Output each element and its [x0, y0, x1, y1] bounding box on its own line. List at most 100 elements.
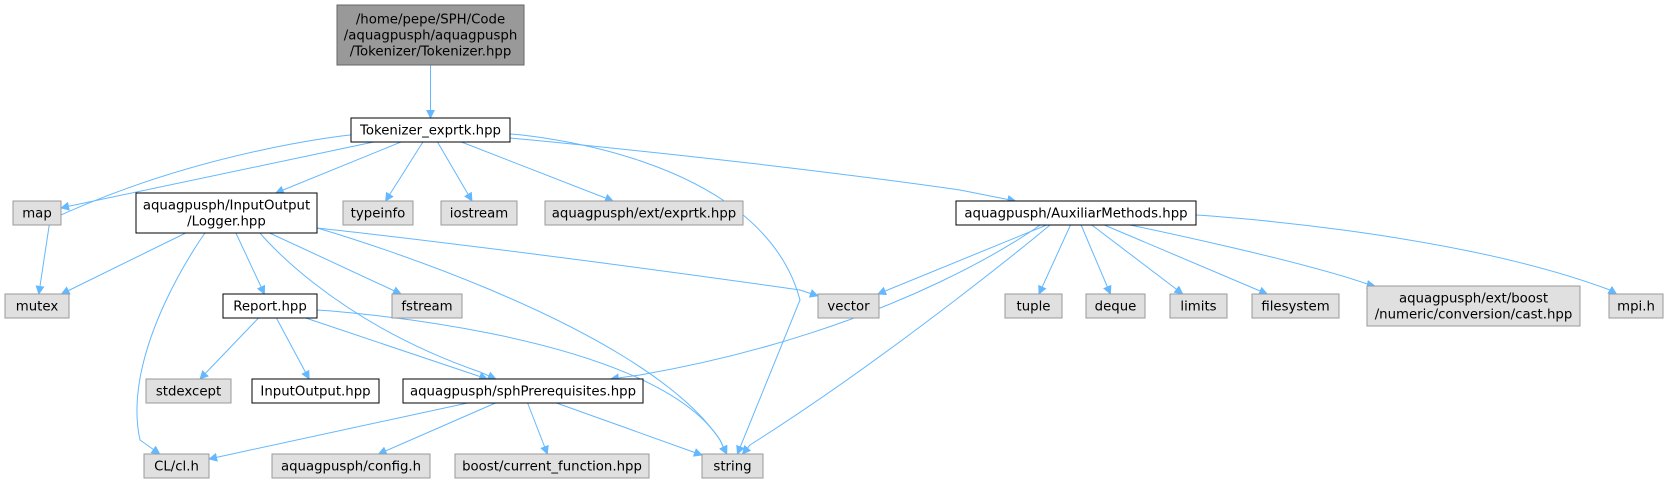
node-tokexprtk[interactable]: Tokenizer_exprtk.hpp — [350, 117, 511, 143]
node-label-line: vector — [827, 300, 870, 315]
edge-logger-to-fstream — [269, 232, 402, 295]
node-filesystem: filesystem — [1251, 293, 1340, 319]
edge-auxiliar-to-boostcast — [1129, 224, 1376, 289]
node-label-line: mpi.h — [1617, 300, 1655, 315]
edge-auxiliar-to-limits — [1091, 224, 1184, 295]
node-mutex: mutex — [4, 293, 70, 319]
node-label-line: filesystem — [1261, 300, 1329, 315]
node-auxiliar[interactable]: aquagpusph/AuxiliarMethods.hpp — [955, 200, 1197, 226]
node-box — [701, 453, 764, 479]
node-box — [817, 293, 880, 319]
node-logger[interactable]: aquagpusph/InputOutput/Logger.hpp — [135, 192, 318, 234]
node-box — [1085, 293, 1146, 319]
edge-sphprereq-to-string — [556, 402, 703, 457]
nodes-layer: /home/pepe/SPH/Code/aquagpusph/aquagpusp… — [4, 4, 1664, 479]
node-box — [12, 200, 62, 226]
node-label-line: aquagpusph/sphPrerequisites.hpp — [410, 385, 636, 400]
edge-tokexprtk-to-mutex — [35, 134, 352, 295]
edge-logger-to-report — [235, 232, 266, 295]
node-limits: limits — [1169, 293, 1228, 319]
edge-report-to-sphprereq — [305, 317, 489, 381]
node-box — [336, 4, 525, 66]
node-box — [1169, 293, 1228, 319]
edge-report-to-stdexcept — [199, 317, 259, 380]
edge-logger-to-vector — [316, 227, 819, 298]
node-box — [391, 293, 463, 319]
node-clh: CL/cl.h — [143, 453, 210, 479]
node-string: string — [701, 453, 764, 479]
node-box — [145, 378, 232, 404]
node-box — [1366, 285, 1581, 327]
node-mpih: mpi.h — [1608, 293, 1664, 319]
node-box — [402, 378, 644, 404]
node-box — [350, 117, 511, 143]
edge-auxiliar-to-mpih — [1195, 214, 1618, 295]
node-boostcast: aquagpusph/ext/boost/numeric/conversion/… — [1366, 285, 1581, 327]
node-box — [135, 192, 318, 234]
node-label-line: /Logger.hpp — [187, 215, 266, 230]
edge-tokexprtk-to-auxiliar — [509, 137, 1017, 204]
node-box — [1004, 293, 1063, 319]
edge-auxiliar-to-string — [741, 224, 1051, 455]
node-typeinfo: typeinfo — [342, 200, 414, 226]
edge-logger-to-string — [316, 227, 728, 455]
edge-sphprereq-to-clh — [208, 402, 468, 462]
node-vector: vector — [817, 293, 880, 319]
edge-tokexprtk-to-exprtk — [461, 141, 614, 203]
node-iostream: iostream — [440, 200, 518, 226]
node-label-line: mutex — [16, 300, 59, 315]
node-box — [1608, 293, 1664, 319]
node-label-line: aquagpusph/InputOutput — [143, 199, 310, 214]
node-exprtk: aquagpusph/ext/exprtk.hpp — [544, 200, 744, 226]
node-label-line: /Tokenizer/Tokenizer.hpp — [350, 45, 512, 60]
node-root: /home/pepe/SPH/Code/aquagpusph/aquagpusp… — [336, 4, 525, 66]
node-fstream: fstream — [391, 293, 463, 319]
node-sphprereq[interactable]: aquagpusph/sphPrerequisites.hpp — [402, 378, 644, 404]
node-report[interactable]: Report.hpp — [222, 293, 318, 319]
node-label-line: map — [22, 207, 52, 222]
node-label-line: aquagpusph/ext/boost — [1399, 292, 1548, 307]
edge-auxiliar-to-vector — [877, 224, 1047, 296]
node-label-line: /aquagpusph/aquagpusph — [344, 29, 518, 44]
node-boostfunc: boost/current_function.hpp — [454, 453, 650, 479]
node-label-line: CL/cl.h — [154, 460, 199, 475]
node-label-line: /numeric/conversion/cast.hpp — [1375, 308, 1573, 323]
node-label-line: boost/current_function.hpp — [462, 460, 642, 475]
edge-sphprereq-to-configh — [377, 402, 496, 455]
node-label-line: iostream — [450, 207, 508, 222]
node-inputoutput[interactable]: InputOutput.hpp — [251, 378, 380, 404]
edge-auxiliar-to-deque — [1080, 224, 1112, 295]
edges-layer — [35, 65, 1618, 462]
node-stdexcept: stdexcept — [145, 378, 232, 404]
node-label-line: typeinfo — [351, 207, 406, 222]
edge-report-to-string — [316, 309, 728, 455]
node-label-line: aquagpusph/ext/exprtk.hpp — [552, 207, 736, 222]
node-box — [342, 200, 414, 226]
edge-logger-to-mutex — [60, 232, 186, 295]
node-box — [271, 453, 431, 479]
node-label-line: aquagpusph/config.h — [281, 460, 421, 475]
node-deque: deque — [1085, 293, 1146, 319]
edge-logger-to-clh — [136, 232, 206, 455]
edge-tokexprtk-to-logger — [274, 141, 402, 195]
edge-tokexprtk-to-map — [60, 141, 374, 211]
node-box — [1251, 293, 1340, 319]
node-box — [251, 378, 380, 404]
node-label-line: stdexcept — [156, 385, 221, 400]
node-box — [454, 453, 650, 479]
node-label-line: tuple — [1017, 300, 1051, 315]
edge-tokexprtk-to-iostream — [437, 141, 473, 202]
node-label-line: aquagpusph/AuxiliarMethods.hpp — [964, 207, 1187, 222]
node-label-line: Report.hpp — [233, 300, 307, 315]
node-box — [222, 293, 318, 319]
node-box — [955, 200, 1197, 226]
node-label-line: /home/pepe/SPH/Code — [356, 13, 505, 28]
edge-auxiliar-to-filesystem — [1104, 224, 1269, 295]
edge-logger-to-sphprereq — [259, 232, 497, 380]
node-label-line: fstream — [401, 300, 452, 315]
node-label-line: limits — [1180, 300, 1216, 315]
node-map: map — [12, 200, 62, 226]
edge-tokexprtk-to-string — [509, 133, 801, 455]
node-label-line: InputOutput.hpp — [260, 385, 370, 400]
